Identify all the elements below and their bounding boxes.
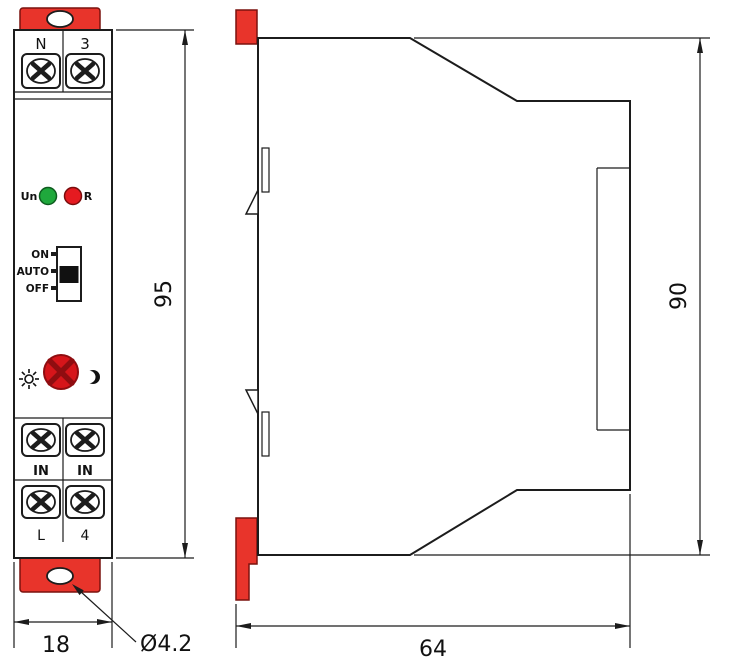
arrowhead (182, 30, 188, 45)
switch-label-off: OFF (26, 283, 49, 295)
terminal-label-in-left: IN (33, 464, 49, 479)
screw-terminal (70, 490, 100, 514)
bottom-terminal-block: L 4 (21, 480, 105, 544)
sun-icon (19, 369, 39, 389)
mid-terminal-block: IN IN (14, 417, 112, 481)
front-bezel-seam (596, 167, 630, 431)
led-un-label: Un (21, 190, 38, 203)
led-row: Un R (21, 186, 93, 206)
moon-icon (83, 370, 100, 384)
switch-tick (51, 269, 57, 273)
arrowhead (97, 619, 112, 625)
mode-switch: ON AUTO OFF (17, 246, 82, 302)
dimension-hole: Ø4.2 (72, 584, 192, 657)
dimension-hole-diameter: Ø4.2 (140, 632, 192, 657)
arrowhead (182, 543, 188, 558)
dimension-90: 90 (414, 37, 710, 556)
terminal-label-in-right: IN (77, 464, 93, 479)
terminal-label-4: 4 (81, 528, 90, 544)
screw-terminal (70, 58, 100, 84)
arrowhead (14, 619, 29, 625)
adjustment-knob[interactable] (43, 354, 79, 390)
rail-slot (261, 147, 270, 193)
terminal-label-l: L (37, 528, 45, 544)
arrowhead (697, 540, 703, 555)
front-view: N 3 Un R (13, 7, 113, 593)
screw-terminal (26, 428, 56, 452)
side-top-rail-clip (235, 9, 258, 45)
led-r-label: R (84, 190, 93, 203)
terminal-label-3: 3 (80, 35, 90, 53)
screw-terminal (26, 490, 56, 514)
dimension-side-height: 90 (667, 282, 692, 310)
switch-tick (51, 286, 57, 290)
switch-label-auto: AUTO (17, 266, 49, 278)
dimension-64: 64 (235, 494, 631, 662)
rail-slot (261, 411, 270, 457)
dimension-18: 18 (13, 562, 113, 658)
red-led (63, 186, 83, 206)
arrowhead (236, 623, 251, 629)
switch-slider[interactable] (59, 266, 79, 283)
green-led (38, 186, 58, 206)
dimension-front-width: 18 (42, 633, 70, 658)
rail-hook (244, 389, 259, 415)
terminal-label-n: N (35, 35, 46, 53)
top-terminal-block (14, 30, 112, 100)
dimension-95: 95 (116, 29, 194, 559)
side-view (235, 9, 631, 601)
arrowhead (615, 623, 630, 629)
bottom-mounting-hole (46, 567, 74, 585)
screw-terminal (26, 58, 56, 84)
din-rail-hooks (244, 147, 270, 457)
rail-hook (244, 189, 259, 215)
side-bottom-rail-clip[interactable] (235, 517, 258, 601)
arrowhead (697, 38, 703, 53)
switch-label-on: ON (31, 249, 49, 261)
screw-terminal (70, 428, 100, 452)
arrowhead (72, 584, 84, 596)
adjustment-knob-row (19, 354, 100, 390)
switch-tick (51, 252, 57, 256)
top-mounting-hole (46, 10, 74, 28)
dimension-front-height: 95 (152, 280, 177, 308)
dimension-side-depth: 64 (419, 637, 447, 662)
side-body-profile (257, 37, 631, 556)
